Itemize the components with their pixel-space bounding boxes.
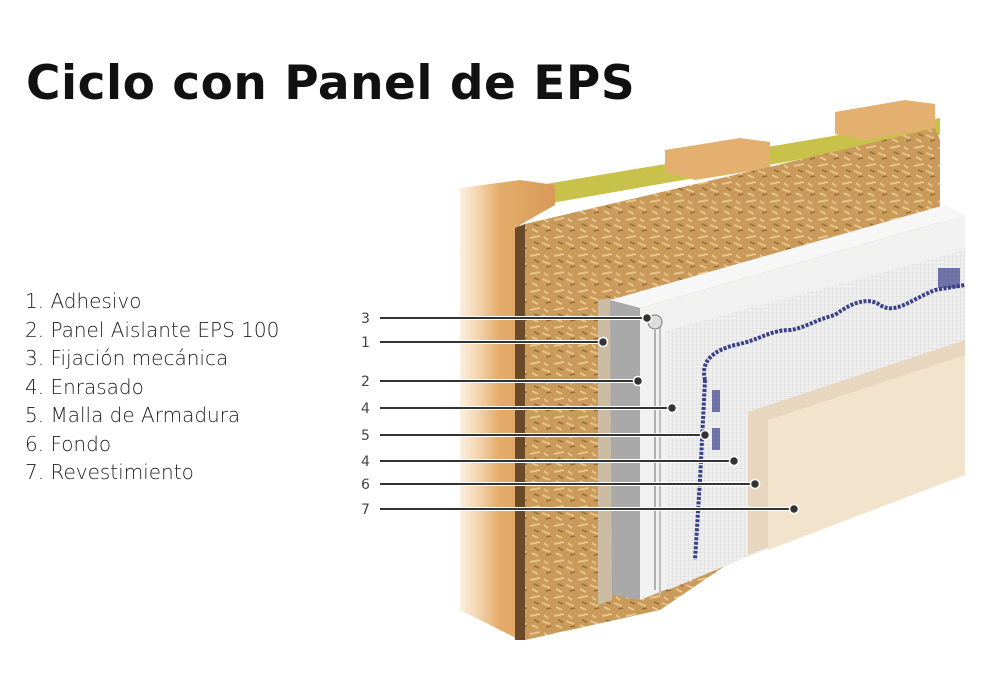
callout-dot [788,503,800,515]
callout-dot [728,455,740,467]
callout-dot [666,402,678,414]
page-title: Ciclo con Panel de EPS [26,56,636,111]
mesh-mark [938,268,960,288]
legend-item-revestimiento: 7. Revestimiento [25,460,194,484]
callout-dot [699,429,711,441]
legend-item-fondo: 6. Fondo [25,431,112,456]
legend-item-enrasado: 4. Enrasado [25,374,144,399]
callout-number: 7 [361,502,370,518]
eps-panel-top [610,205,965,308]
legend-item-adhesivo: 1. Adhesivo [25,289,142,313]
callout-dot [641,312,653,324]
adhesive-layer [598,298,612,605]
eps-panel-side [610,300,640,600]
callout-number: 1 [361,335,370,351]
legend-item-fijacion: 3. Fijación mecánica [25,346,229,370]
legend-item-panel-eps: 2. Panel Aislante EPS 100 [25,317,280,342]
callout-number: 6 [361,477,370,493]
beam-block [665,138,770,180]
callout-number: 4 [361,454,370,470]
callout-dot [749,478,761,490]
mesh-mark [712,428,720,450]
beam-block [835,100,935,140]
legend-list: 1. Adhesivo 2. Panel Aislante EPS 100 3.… [25,287,279,487]
osb-board-edge [515,224,525,640]
callout-number: 3 [361,311,370,327]
mesh-overlap-line [702,283,966,381]
legend-item-malla: 5. Malla de Armadura [25,403,241,427]
callout-group: 3 1 2 4 5 4 6 7 [361,311,800,518]
callout-number: 4 [361,401,370,417]
mesh-mark [712,390,720,412]
callout-dot [632,375,644,387]
revestimiento-layer [768,355,965,550]
callout-number: 5 [361,428,370,444]
callout-dot [597,336,609,348]
callout-number: 2 [361,374,370,390]
mesh-overlap-line [693,379,707,561]
